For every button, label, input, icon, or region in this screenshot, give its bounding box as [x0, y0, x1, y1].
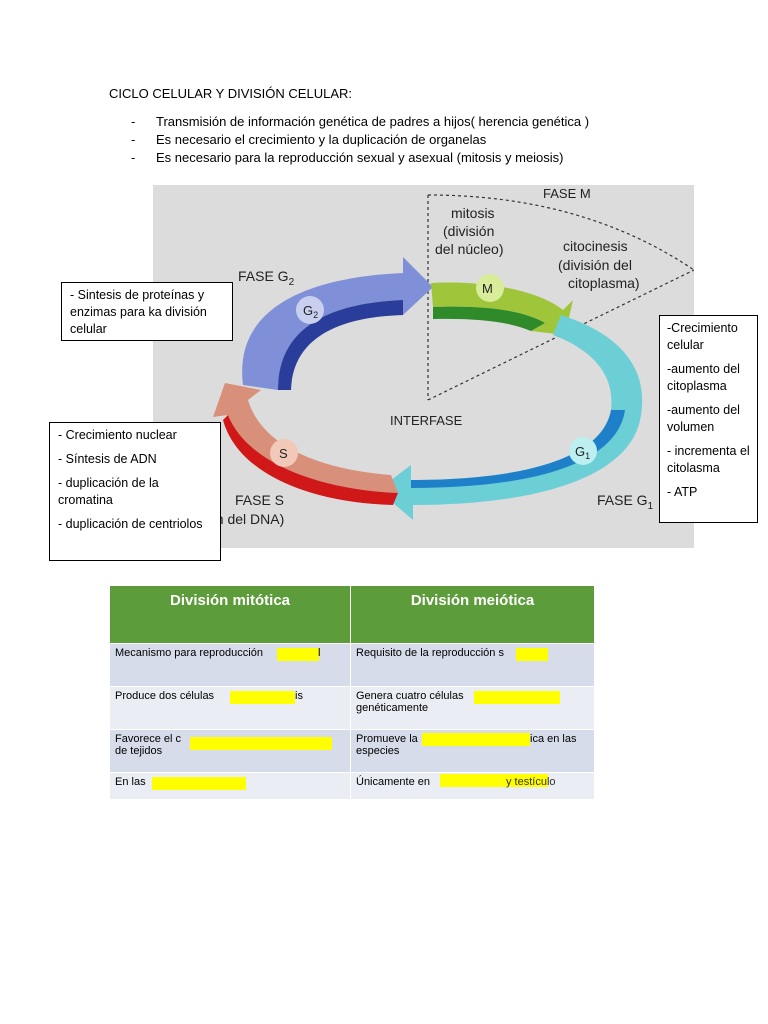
bullet-item: -Es necesario el crecimiento y la duplic… [131, 132, 487, 147]
g2-notes-box: - Sintesis de proteínas y enzimas para k… [61, 282, 233, 341]
table-cell-tail: is [295, 690, 303, 702]
m-badge: M [482, 281, 493, 296]
mitosis-label-3: del núcleo) [435, 241, 504, 257]
note-line: - Síntesis de ADN [58, 452, 157, 466]
highlight-mark [277, 648, 319, 661]
page-title: CICLO CELULAR Y DIVISIÓN CELULAR: [109, 86, 352, 101]
bullet-item: -Es necesario para la reproducción sexua… [131, 150, 564, 165]
fase-s-label: FASE S [235, 492, 284, 508]
highlight-mark [474, 691, 560, 704]
highlight-mark [230, 691, 295, 704]
cell-cycle-figure: G2 M G1 S FASE M mitosis (división del n… [153, 185, 694, 548]
table-cell-tail: y testículo [506, 776, 556, 788]
mitosis-label-1: mitosis [451, 205, 495, 221]
interfase-label: INTERFASE [390, 413, 463, 428]
s-arrow-shade [223, 415, 398, 505]
highlight-mark [440, 774, 548, 787]
note-line: - duplicación de la cromatina [58, 476, 159, 507]
table-cell-tail: l [318, 647, 321, 659]
table-cell: Únicamente en [356, 776, 430, 788]
fase-s-sub-label: ón del DNA) [208, 511, 284, 527]
s-badge: S [279, 446, 288, 461]
mitosis-label-2: (división [443, 223, 494, 239]
table-cell: Promueve la [356, 733, 418, 745]
table-cell: Genera cuatro células [356, 690, 464, 702]
g1-arrow [378, 315, 643, 520]
m-arrow [431, 282, 573, 335]
note-line: - duplicación de centriolos [58, 517, 203, 531]
note-line: -aumento del citoplasma [667, 362, 740, 393]
table-cell: Requisito de la reproducción s [356, 647, 504, 659]
fase-m-label: FASE M [543, 186, 591, 201]
table-cell: En las [115, 776, 146, 788]
bullet-item: -Transmisión de información genética de … [131, 114, 590, 129]
g1-badge: G1 [575, 444, 590, 461]
table-cell-line2: genéticamente [356, 702, 429, 714]
g2-badge-circle [296, 296, 324, 324]
note-line: -aumento del volumen [667, 403, 740, 434]
header-meiotic: División meiótica [350, 585, 595, 644]
fase-g1-label: FASE G1 [597, 492, 654, 512]
table-cell-line2: especies [356, 745, 400, 757]
fase-g2-label: FASE G2 [238, 268, 295, 288]
note-line: -Crecimiento celular [667, 321, 738, 352]
highlight-mark [422, 733, 530, 746]
bullet-list: -Transmisión de información genética de … [131, 113, 589, 167]
note-line: - Sintesis de proteínas y enzimas para k… [70, 288, 207, 336]
citocinesis-label-1: citocinesis [563, 238, 628, 254]
g1-notes-box: -Crecimiento celular -aumento del citopl… [659, 315, 758, 523]
citocinesis-label-3: citoplasma) [568, 275, 640, 291]
wedge-line-right [427, 269, 694, 401]
g2-arrow [242, 257, 433, 390]
table-row: Produce dos células is Genera cuatro célu… [109, 686, 595, 730]
note-line: - ATP [667, 485, 698, 499]
highlight-mark [516, 648, 548, 661]
note-line: - incrementa el citolasma [667, 444, 750, 475]
g1-badge-circle [569, 437, 597, 465]
table-cell: Produce dos células [115, 690, 215, 702]
table-cell: Mecanismo para reproducción [115, 647, 263, 659]
highlight-mark [190, 737, 332, 750]
g2-arrow-shade [278, 300, 403, 390]
note-line: - Crecimiento nuclear [58, 428, 177, 442]
s-badge-circle [270, 439, 298, 467]
header-mitotic: División mitótica [109, 585, 351, 644]
s-notes-box: - Crecimiento nuclear - Síntesis de ADN … [49, 422, 221, 561]
s-arrow [213, 383, 398, 493]
table-row: En las Únicamente en y testículo [109, 772, 595, 800]
cell-cycle-diagram: G2 M G1 S FASE M mitosis (división del n… [208, 186, 694, 527]
highlight-mark [152, 777, 246, 790]
wedge-arc [427, 194, 694, 271]
g2-badge: G2 [303, 303, 318, 320]
citocinesis-label-2: (división del [558, 257, 632, 273]
table-cell-line2: de tejidos [115, 745, 163, 757]
division-comparison-table: División mitótica División meiótica Meca… [109, 585, 595, 800]
table-row: Mecanismo para reproducción l Requisito d… [109, 643, 595, 687]
table-cell: Favorece el c [115, 733, 182, 745]
table-cell-tail: ica en las [530, 733, 577, 745]
m-badge-circle [476, 274, 504, 302]
m-arrow-shade [433, 306, 545, 331]
